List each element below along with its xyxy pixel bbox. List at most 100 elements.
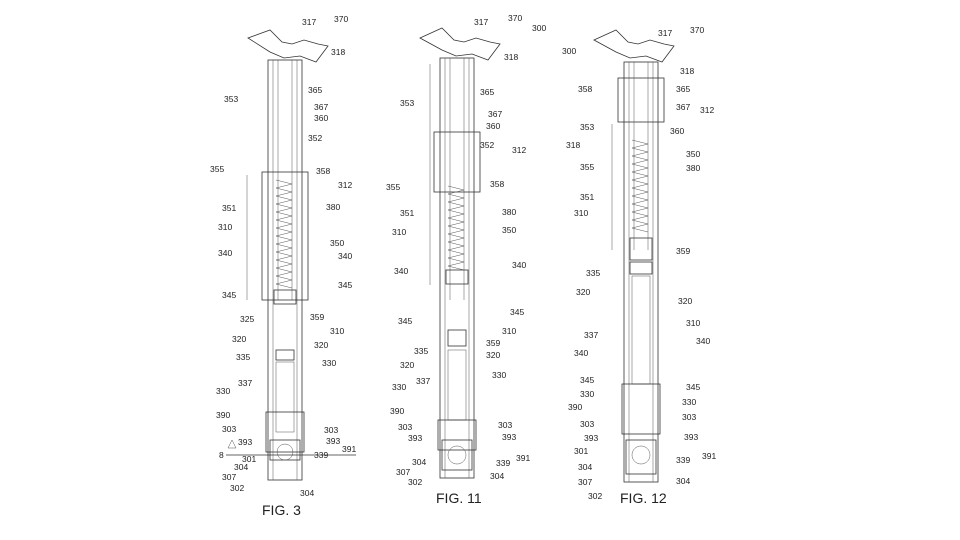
label: 303: [398, 422, 412, 432]
label: 340: [696, 336, 710, 346]
label: 360: [670, 126, 684, 136]
label: 351: [400, 208, 414, 218]
label: 358: [490, 179, 504, 189]
label: 303: [324, 425, 338, 435]
label: 318: [331, 47, 345, 57]
label: 310: [218, 222, 232, 232]
label: 391: [516, 453, 530, 463]
label: 340: [218, 248, 232, 258]
label: 320: [678, 296, 692, 306]
label: 304: [490, 471, 504, 481]
label: 340: [338, 251, 352, 261]
label: 393: [326, 436, 340, 446]
label: 353: [400, 98, 414, 108]
label: 345: [338, 280, 352, 290]
label: 330: [682, 397, 696, 407]
label: 304: [676, 476, 690, 486]
label: 359: [486, 338, 500, 348]
label: 393: [584, 433, 598, 443]
label: 393: [684, 432, 698, 442]
label: 393: [238, 437, 252, 447]
label: 370: [334, 14, 348, 24]
label: 304: [300, 488, 314, 498]
label: 345: [398, 316, 412, 326]
label: 330: [392, 382, 406, 392]
label: 367: [488, 109, 502, 119]
label: 330: [492, 370, 506, 380]
label: 300: [532, 23, 546, 33]
label: 335: [236, 352, 250, 362]
label: 320: [314, 340, 328, 350]
label: 370: [690, 25, 704, 35]
figure-12-drawing: [593, 29, 675, 483]
label: 302: [230, 483, 244, 493]
label: 8: [219, 450, 224, 460]
label: 391: [702, 451, 716, 461]
label: 300: [562, 46, 576, 56]
label: 345: [222, 290, 236, 300]
figure-3-labels-right: 317 370 318 365 367 360 352 358 312 380 …: [242, 14, 356, 498]
label: 301: [574, 446, 588, 456]
label: 307: [222, 472, 236, 482]
label: 351: [580, 192, 594, 202]
label: 339: [314, 450, 328, 460]
label: 358: [578, 84, 592, 94]
label: 390: [390, 406, 404, 416]
figure-12-caption: FIG. 12: [620, 490, 667, 506]
label: 318: [504, 52, 518, 62]
label: 359: [676, 246, 690, 256]
label: 317: [302, 17, 316, 27]
label: 312: [512, 145, 526, 155]
label: 320: [486, 350, 500, 360]
label: 352: [480, 140, 494, 150]
label: 367: [676, 102, 690, 112]
label: 330: [580, 389, 594, 399]
label: 380: [686, 163, 700, 173]
label: 312: [700, 105, 714, 115]
label: 325: [240, 314, 254, 324]
label: 351: [222, 203, 236, 213]
label: 301: [242, 454, 256, 464]
label: 310: [686, 318, 700, 328]
label: 339: [496, 458, 510, 468]
label: 303: [222, 424, 236, 434]
label: 330: [322, 358, 336, 368]
label: 350: [330, 238, 344, 248]
label: 345: [510, 307, 524, 317]
label: 380: [326, 202, 340, 212]
label: 330: [216, 386, 230, 396]
figure-3-labels-left: 353 355 351 310 340 345 325 320 335 330 …: [210, 94, 254, 493]
label: 345: [686, 382, 700, 392]
label: 337: [238, 378, 252, 388]
label: 304: [578, 462, 592, 472]
figure-12-labels-left: 300 358 353 318 355 351 310 335 320 337 …: [562, 46, 602, 501]
label: 337: [584, 330, 598, 340]
label: 312: [338, 180, 352, 190]
label: 350: [686, 149, 700, 159]
label: 318: [566, 140, 580, 150]
label: 390: [216, 410, 230, 420]
label: 370: [508, 13, 522, 23]
label: 367: [314, 102, 328, 112]
label: 304: [234, 462, 248, 472]
figure-11-drawing: [419, 27, 501, 479]
label: 352: [308, 133, 322, 143]
label: 320: [576, 287, 590, 297]
label: 335: [414, 346, 428, 356]
label: 320: [232, 334, 246, 344]
label: 310: [502, 326, 516, 336]
label: 355: [210, 164, 224, 174]
label: 365: [308, 85, 322, 95]
label: 393: [502, 432, 516, 442]
label: 353: [224, 94, 238, 104]
label: 365: [676, 84, 690, 94]
label: 365: [480, 87, 494, 97]
label: 355: [580, 162, 594, 172]
figure-3-caption: FIG. 3: [262, 502, 301, 518]
label: 303: [580, 419, 594, 429]
figure-3-drawing: [226, 29, 356, 481]
label: 304: [412, 457, 426, 467]
label: 302: [588, 491, 602, 501]
label: 350: [502, 225, 516, 235]
